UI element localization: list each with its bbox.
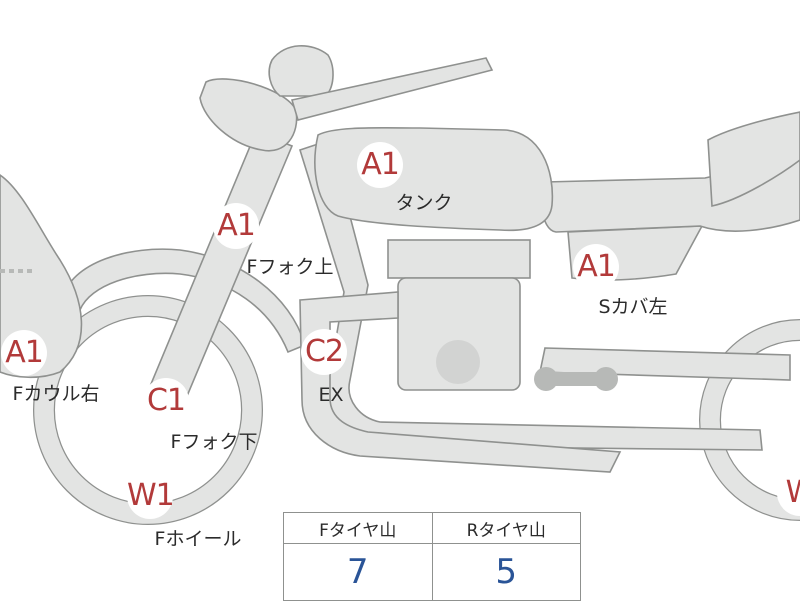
front-cowl-label: Fカウル右 xyxy=(12,383,100,405)
fork-upper-label: Fフォク上 xyxy=(246,256,334,278)
foot-peg-shape xyxy=(540,372,612,386)
front-cowl-code-badge: A1 xyxy=(1,330,47,376)
tank-code-badge: A1 xyxy=(357,142,403,188)
front-tread-header: Fタイヤ山 xyxy=(283,512,433,544)
side-cover-code-badge: A1 xyxy=(573,244,619,290)
tank-label: タンク xyxy=(395,192,453,214)
rear-tread-header: Rタイヤ山 xyxy=(431,512,581,544)
tire-tread-table: Fタイヤ山 Rタイヤ山 7 5 xyxy=(283,512,581,601)
exhaust-code-badge: C2 xyxy=(301,329,347,375)
side-cover-label: Sカバ左 xyxy=(598,296,668,318)
engine-block-shape xyxy=(397,277,521,391)
fuel-tank-shape xyxy=(314,127,554,232)
exhaust-label: EX xyxy=(318,384,344,406)
front-tread-value: 7 xyxy=(283,543,433,601)
headlight-shape xyxy=(199,78,298,152)
rear-tread-value: 5 xyxy=(431,543,581,601)
engine-cover-shape xyxy=(436,340,480,384)
rear-wheel-code-badge: W xyxy=(777,470,800,516)
fork-lower-label: Fフォク下 xyxy=(170,431,258,453)
engine-head-shape xyxy=(387,239,531,279)
handlebar-shape xyxy=(290,57,494,121)
front-wheel-label: Fホイール xyxy=(154,528,242,550)
fork-upper-code-badge: A1 xyxy=(213,203,259,249)
exhaust-shape xyxy=(299,291,622,473)
rear-wheel-shape xyxy=(699,319,800,521)
front-cowl-shape xyxy=(0,174,83,379)
meter-shape xyxy=(268,45,334,97)
front-wheel-code-badge: W1 xyxy=(127,473,175,519)
fork-lower-code-badge: C1 xyxy=(143,378,189,424)
